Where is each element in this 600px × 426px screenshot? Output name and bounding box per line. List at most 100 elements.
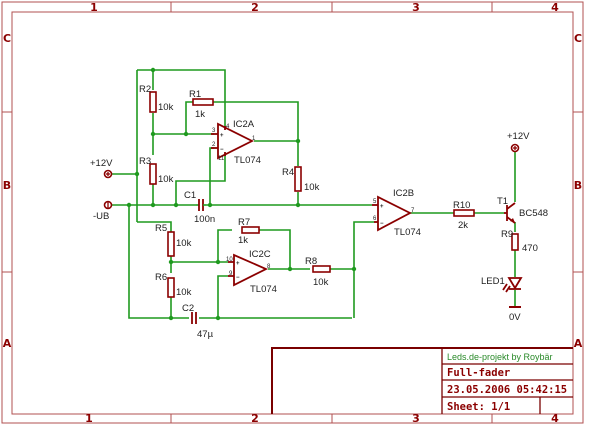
svg-text:6: 6 [373, 216, 377, 222]
resistor-r2[interactable]: R2 10k [139, 84, 174, 113]
svg-text:R4: R4 [282, 167, 294, 178]
svg-text:10: 10 [226, 257, 233, 263]
junction-dot [215, 315, 221, 321]
grid-col-label: 4 [551, 412, 559, 425]
resistor-r1[interactable]: R1 1k [189, 89, 214, 120]
svg-text:BC548: BC548 [519, 208, 548, 219]
grid-col-label: 2 [251, 412, 259, 425]
junction-dot [150, 202, 156, 208]
grid-row-label: A [574, 337, 583, 350]
svg-text:IC2B: IC2B [393, 188, 414, 199]
resistor-r8[interactable]: R8 10k [305, 256, 331, 288]
svg-text:R8: R8 [305, 256, 317, 267]
transistor-t1[interactable]: T1 BC548 [497, 196, 548, 224]
junction-dot [287, 266, 293, 272]
svg-text:0V: 0V [509, 312, 521, 323]
svg-text:11: 11 [218, 156, 225, 162]
project-label: Leds.de-projekt by Roybär [447, 352, 553, 362]
svg-text:IC2A: IC2A [233, 119, 255, 130]
svg-text:470: 470 [522, 243, 538, 254]
junctions [126, 67, 357, 321]
svg-text:R3: R3 [139, 156, 151, 167]
svg-text:−: − [220, 147, 224, 153]
svg-text:5: 5 [373, 199, 377, 205]
inner-frame [11, 11, 574, 415]
svg-text:C2: C2 [182, 303, 194, 314]
grid-col-label: 1 [85, 412, 93, 425]
grid-col-label: 4 [551, 1, 559, 14]
svg-text:100n: 100n [194, 214, 215, 225]
svg-text:+: + [380, 204, 384, 210]
drawing-datetime: 23.05.2006 05:42:15 [447, 384, 567, 396]
svg-text:R6: R6 [155, 272, 167, 283]
junction-dot [150, 67, 156, 73]
grid-row-label: A [3, 337, 12, 350]
grid-row-label: C [3, 32, 11, 45]
svg-text:−: − [380, 221, 384, 227]
svg-text:47µ: 47µ [197, 329, 214, 340]
supply-minus-ub: -UB [93, 200, 113, 222]
svg-text:C1: C1 [184, 190, 196, 201]
svg-text:1k: 1k [195, 109, 205, 120]
resistor-r5[interactable]: R5 10k [155, 223, 192, 257]
opamp-ic2b[interactable]: + − 5 6 7 IC2B TL074 [372, 188, 421, 238]
junction-dot [134, 171, 140, 177]
svg-text:9: 9 [229, 271, 233, 277]
sheet-number: Sheet: 1/1 [447, 401, 510, 413]
svg-text:10k: 10k [158, 102, 174, 113]
grid-col-label: 3 [412, 412, 420, 425]
opamp-ic2a[interactable]: + − 3 2 1 4 11 IC2A TL074 [211, 119, 261, 166]
junction-dot [215, 259, 221, 265]
svg-text:R2: R2 [139, 84, 151, 95]
grid-row-label: B [3, 179, 11, 192]
svg-text:-UB: -UB [93, 211, 109, 222]
svg-text:TL074: TL074 [234, 155, 261, 166]
resistor-r9[interactable]: R9 470 [501, 229, 538, 254]
junction-dot [183, 131, 189, 137]
svg-text:10k: 10k [158, 174, 174, 185]
svg-text:LED1: LED1 [481, 276, 505, 287]
supply-plus12v-right: +12V [507, 131, 530, 153]
junction-dot [150, 131, 156, 137]
resistor-r4[interactable]: R4 10k [282, 166, 320, 193]
capacitor-c2[interactable]: C2 47µ [182, 303, 214, 340]
junction-dot [126, 202, 132, 208]
junction-dot [207, 202, 213, 208]
led-led1[interactable]: LED1 [481, 276, 523, 293]
svg-text:IC2C: IC2C [249, 249, 271, 260]
junction-dot [295, 202, 301, 208]
svg-text:R9: R9 [501, 229, 513, 240]
resistor-r6[interactable]: R6 10k [155, 272, 192, 298]
svg-text:+12V: +12V [90, 158, 113, 169]
svg-text:TL074: TL074 [250, 284, 277, 295]
resistor-r7[interactable]: R7 1k [238, 217, 260, 246]
svg-text:+: + [236, 261, 240, 267]
svg-text:TL074: TL074 [394, 227, 421, 238]
grid-row-label: B [574, 179, 582, 192]
title-block: Leds.de-projekt by Roybär Full-fader 23.… [271, 347, 573, 414]
svg-text:R10: R10 [453, 200, 470, 211]
grid-col-label: 3 [412, 1, 420, 14]
capacitor-c1[interactable]: C1 100n [184, 190, 215, 225]
svg-text:4: 4 [226, 124, 230, 130]
drawing-name: Full-fader [447, 367, 510, 379]
resistor-r10[interactable]: R10 2k [453, 200, 475, 231]
svg-text:R1: R1 [189, 89, 201, 100]
svg-text:+: + [220, 133, 224, 139]
svg-text:10k: 10k [313, 277, 329, 288]
svg-text:1k: 1k [238, 235, 248, 246]
svg-text:10k: 10k [176, 238, 192, 249]
outer-frame [1, 1, 584, 424]
opamp-ic2c[interactable]: + − 10 9 8 IC2C TL074 [226, 249, 277, 295]
junction-dot [168, 315, 174, 321]
svg-text:2k: 2k [458, 220, 468, 231]
svg-text:−: − [236, 275, 240, 281]
svg-text:10k: 10k [176, 287, 192, 298]
svg-text:R7: R7 [238, 217, 250, 228]
svg-text:T1: T1 [497, 196, 508, 207]
svg-text:2: 2 [212, 142, 216, 148]
resistor-r3[interactable]: R3 10k [139, 156, 174, 185]
supply-ground: 0V [509, 306, 521, 323]
svg-text:7: 7 [411, 208, 415, 214]
